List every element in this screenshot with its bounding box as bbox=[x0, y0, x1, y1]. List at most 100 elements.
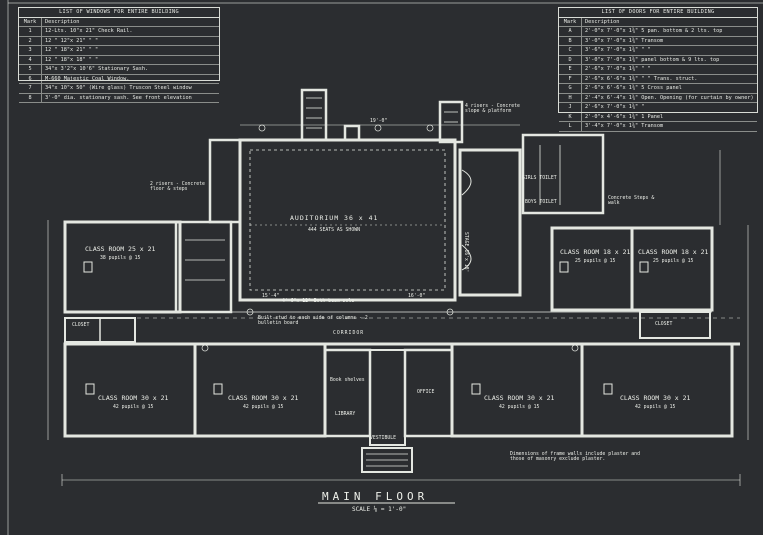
window-schedule-description: 34"x 3'2"x 10'6" Stationary Sash. bbox=[45, 66, 149, 72]
window-schedule-mark: 6 bbox=[19, 74, 42, 83]
door-schedule-description: 2'-6"x 6'-6"x 1¾" 5 Cross panel bbox=[585, 85, 682, 91]
class-room-ne1-walls bbox=[550, 226, 634, 312]
window-schedule-header: Mark Description bbox=[19, 17, 219, 27]
class-room-ne2-walls bbox=[630, 226, 714, 312]
door-schedule-description: 3'-0"x 7'-0"x 1¾" panel bottom & 9 lts. … bbox=[585, 56, 720, 63]
door-schedule-header: Mark Description bbox=[559, 17, 757, 27]
window-schedule-title: LIST OF WINDOWS FOR ENTIRE BUILDING bbox=[19, 8, 219, 18]
column-header-mark: Mark bbox=[19, 17, 42, 26]
door-schedule-description: 3'-4"x 7'-0"x 1¾" Transom bbox=[585, 123, 664, 129]
window-schedule-mark: 5 bbox=[19, 65, 42, 74]
window-schedule-mark: 3 bbox=[19, 46, 42, 55]
class-room-ne1-label: CLASS ROOM 18 x 21 25 pupils @ 15 bbox=[560, 248, 630, 266]
class-room-ne2-label: CLASS ROOM 18 x 21 25 pupils @ 15 bbox=[638, 248, 708, 266]
door-schedule-mark: B bbox=[559, 36, 582, 45]
class-room-nw-name: CLASS ROOM 25 x 21 bbox=[85, 245, 156, 253]
corridor-label: CORRIDOR bbox=[333, 331, 365, 336]
door-schedule-mark: E bbox=[559, 65, 582, 74]
column-header-description: Description bbox=[45, 18, 80, 25]
class-room-se1-label: CLASS ROOM 30 x 21 42 pupils @ 15 bbox=[484, 394, 554, 412]
closet-right-label: CLOSET bbox=[655, 322, 673, 327]
class-room-sw1-label: CLASS ROOM 30 x 21 42 pupils @ 15 bbox=[98, 394, 168, 412]
class-room-sw1-name: CLASS ROOM 30 x 21 bbox=[98, 394, 169, 402]
frame-wall-note: Dimensions of frame walls include plaste… bbox=[510, 452, 640, 462]
auditorium-label: AUDITORIUM 36 x 41 bbox=[290, 214, 379, 222]
door-schedule-description: 2'-0"x 4'-6"x 1¾" 1 Panel bbox=[585, 113, 664, 120]
class-room-nw-walls bbox=[63, 220, 182, 314]
door-schedule-description: 2'-6"x 7'-0"x 1¾" " " bbox=[585, 66, 651, 72]
class-room-se2-name: CLASS ROOM 30 x 21 bbox=[620, 394, 691, 402]
door-schedule-mark: K bbox=[559, 112, 582, 121]
boys-toilet-label: BOYS TOILET bbox=[525, 200, 557, 205]
class-room-se2-label: CLASS ROOM 30 x 21 42 pupils @ 15 bbox=[620, 394, 690, 412]
class-room-sw1-walls bbox=[63, 342, 197, 438]
door-schedule-mark: J bbox=[559, 103, 582, 112]
door-schedule-mark: D bbox=[559, 55, 582, 64]
class-room-sw2-label: CLASS ROOM 30 x 21 42 pupils @ 15 bbox=[228, 394, 298, 412]
class-room-nw-label: CLASS ROOM 25 x 21 38 pupils @ 15 bbox=[85, 245, 155, 263]
closet-left-label: CLOSET bbox=[72, 323, 90, 328]
both-beam-note: 4'-6"x 12" Both beam sole bbox=[282, 299, 355, 304]
plan-title: MAIN FLOOR bbox=[322, 490, 429, 503]
risers-right-note: 4 risers - Concrete slope & platform bbox=[465, 104, 520, 114]
risers-left-note: 2 risers - Concrete floor & steps bbox=[150, 182, 205, 192]
dimension-right: 16'-0" bbox=[408, 294, 426, 299]
class-room-ne2-pupils: 25 pupils @ 15 bbox=[653, 259, 694, 264]
window-schedule-mark: 1 bbox=[19, 27, 42, 36]
class-room-nw-pupils: 38 pupils @ 15 bbox=[100, 256, 141, 261]
window-schedule-description: M-660 Majestic Coal Window. bbox=[45, 75, 130, 82]
window-schedule-description: 3'-0" dia. stationary sash. See front el… bbox=[45, 94, 192, 101]
dimension-left: 15'-4" bbox=[262, 294, 280, 299]
window-schedule-description: 12-Lts. 10"x 21" Check Rail. bbox=[45, 28, 133, 34]
vestibule-label: VESTIBULE bbox=[370, 436, 396, 441]
window-schedule-description: 12 " 12"x 21" " " bbox=[45, 37, 99, 44]
stage-label: STAGE 16'x 18' bbox=[463, 232, 468, 273]
library-walls bbox=[323, 348, 372, 438]
door-schedule-description: 3'-6"x 7'-0"x 1¾" " " bbox=[585, 47, 651, 53]
library-label: LIBRARY bbox=[335, 412, 356, 417]
window-schedule-mark: 8 bbox=[19, 93, 42, 102]
auditorium-seats-label: 444 SEATS AS SHOWN bbox=[308, 228, 360, 233]
girls-toilet-label: GIRLS TOILET bbox=[522, 176, 557, 181]
class-room-se1-pupils: 42 pupils @ 15 bbox=[499, 405, 540, 410]
dimension-mid: 19'-0" bbox=[370, 119, 388, 124]
window-schedule-description: 34"x 10"x 50" (Wire glass) Truscon Steel… bbox=[45, 85, 192, 91]
book-shelves-label: Book shelves bbox=[330, 378, 365, 383]
door-schedule-mark: G bbox=[559, 84, 582, 93]
window-schedule-description: 12 " 18"x 18" " " bbox=[45, 56, 99, 63]
door-schedule-description: 3'-0"x 7'-0"x 1¾" Transom bbox=[585, 37, 664, 44]
class-room-ne1-pupils: 25 pupils @ 15 bbox=[575, 259, 616, 264]
vestibule-walls bbox=[369, 349, 406, 446]
class-room-se2-pupils: 42 pupils @ 15 bbox=[635, 405, 676, 410]
class-room-ne2-name: CLASS ROOM 18 x 21 bbox=[638, 248, 709, 256]
door-schedule-mark: F bbox=[559, 74, 582, 83]
column-header-description: Description bbox=[585, 18, 620, 25]
class-room-sw1-pupils: 42 pupils @ 15 bbox=[113, 405, 154, 410]
class-room-sw2-name: CLASS ROOM 30 x 21 bbox=[228, 394, 299, 402]
bulletin-note: Built stud to each side of columns - 2 b… bbox=[258, 316, 368, 326]
door-schedule-mark: H bbox=[559, 93, 582, 102]
window-schedule-table: LIST OF WINDOWS FOR ENTIRE BUILDING Mark… bbox=[18, 7, 220, 103]
window-schedule-mark: 2 bbox=[19, 36, 42, 45]
door-schedule-title: LIST OF DOORS FOR ENTIRE BUILDING bbox=[559, 8, 757, 18]
